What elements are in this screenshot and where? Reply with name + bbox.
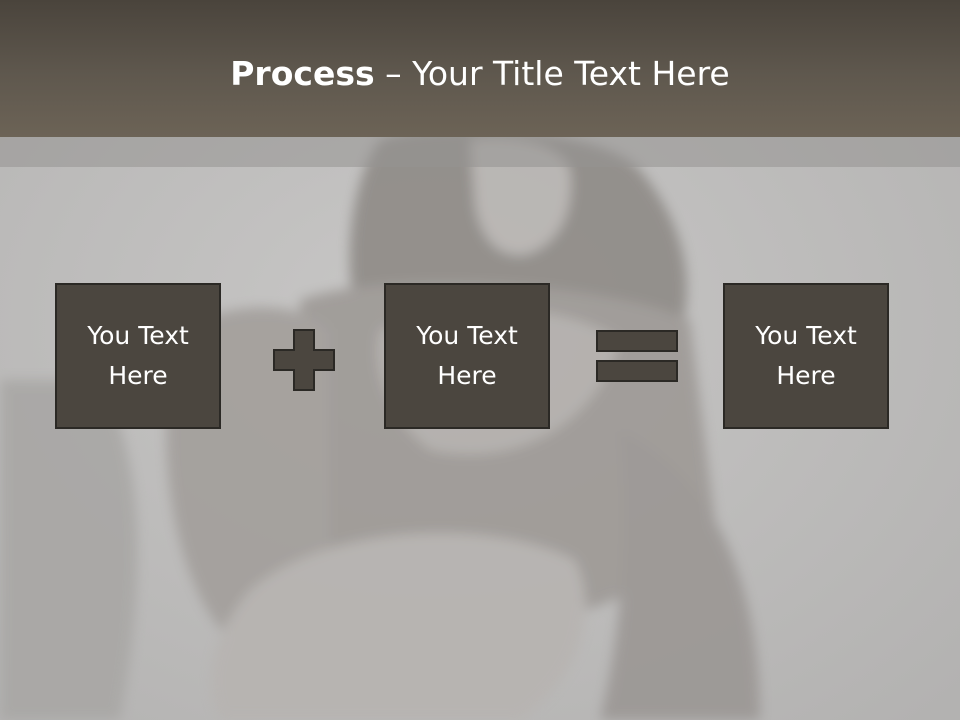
process-box-1-text: You Text Here [87,321,189,390]
process-box-2-text: You Text Here [416,321,518,390]
title-dash: – [374,54,413,93]
slide-title: Process – Your Title Text Here [0,52,960,96]
process-box-3[interactable]: You Text Here [723,283,889,429]
title-rest: Your Title Text Here [412,54,730,93]
process-box-2[interactable]: You Text Here [384,283,550,429]
title-band [0,137,960,167]
title-bold: Process [230,54,375,93]
process-box-1[interactable]: You Text Here [55,283,221,429]
process-box-3-text: You Text Here [755,321,857,390]
equals-icon [596,330,678,382]
plus-icon [273,329,335,391]
title-bar [0,0,960,137]
